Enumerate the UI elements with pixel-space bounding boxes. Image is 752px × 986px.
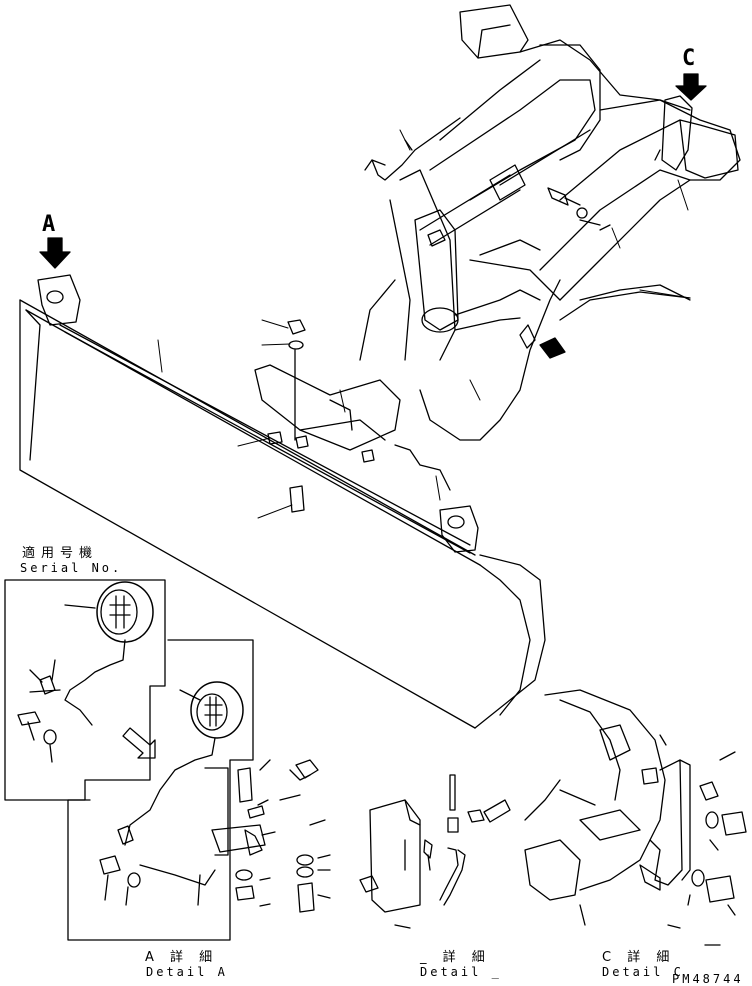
leader-lines [157,129,691,519]
arrow-c-icon [675,73,707,101]
detail-a-jp: A 詳 細 [145,950,219,965]
detail-c-en: Detail C [602,965,684,979]
drawing-number: PM48744 [672,972,744,986]
callout-c-label: C [682,46,696,71]
dozer-blade [19,274,546,729]
detail-a-en: Detail A [146,965,228,979]
detail-a-inset [67,639,331,941]
detail-b-jp: _ 詳 細 [420,950,491,965]
detail-b-en: Detail _ [420,965,502,979]
callout-a-label: A [42,212,56,237]
frame-assembly [359,4,741,491]
serial-en-label: Serial No. [20,561,123,575]
arrow-a-icon [39,237,71,269]
detail-b-inset [359,774,511,929]
detail-c-jp: C 詳 細 [602,950,676,965]
detail-c-inset [524,689,747,946]
serial-inset [4,579,166,801]
serial-jp-label: 適用号機 [22,546,99,561]
